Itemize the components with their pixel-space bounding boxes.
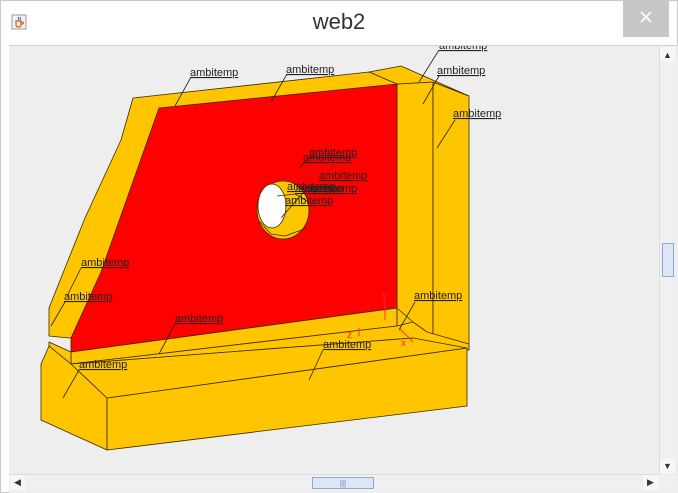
scroll-left-button[interactable]: ◀ [10, 475, 25, 490]
ambitemp-label: ambitemp [295, 183, 343, 195]
ambitemp-label: ambitemp [287, 181, 335, 193]
horizontal-scrollbar[interactable]: ◀ ||| ▶ [9, 474, 659, 491]
ambitemp-label: ambitemp [437, 65, 485, 77]
ambitemp-label: ambitemp [319, 170, 367, 182]
red-face [70, 83, 398, 353]
ambitemp-label: ambitemp [175, 313, 223, 325]
ambitemp-label: ambitemp [81, 257, 129, 269]
model-drawing: y z x ambitemp ambitemp ambitemp ambitem… [40, 46, 501, 451]
scroll-down-button[interactable]: ▼ [660, 458, 675, 473]
ambitemp-label: ambitemp [285, 195, 333, 207]
axis-triad [358, 300, 414, 343]
java-cup-icon [11, 14, 27, 30]
window-title: web2 [312, 9, 366, 34]
axis-z-label: z [347, 330, 352, 341]
axis-y-label: y [382, 290, 387, 301]
close-button[interactable] [623, 1, 669, 37]
ambitemp-label: ambitemp [64, 291, 112, 303]
ambitemp-label: ambitemp [309, 183, 357, 195]
client-area: y z x ambitemp ambitemp ambitemp ambitem… [9, 45, 678, 493]
horizontal-scroll-thumb[interactable]: ||| [312, 477, 374, 489]
axis-x-label: x [401, 338, 406, 349]
scrollbar-corner [659, 474, 676, 491]
ambitemp-label: ambitemp [453, 108, 501, 120]
base-upper-strip [70, 337, 468, 399]
right-plate-side [432, 81, 470, 351]
hole-opening [257, 183, 287, 229]
vertical-scrollbar[interactable]: ▲ ▼ [659, 46, 676, 474]
right-plate-front [396, 81, 434, 349]
ambitemp-label: ambitemp [79, 359, 127, 371]
scroll-up-button[interactable]: ▲ [660, 47, 675, 62]
ambitemp-label: ambitemp [286, 64, 334, 76]
ambitemp-label: ambitemp [414, 290, 462, 302]
ambitemp-label: ambitemp [303, 152, 351, 164]
ambitemp-label: ambitemp [190, 67, 238, 79]
vertical-scroll-thumb[interactable] [662, 243, 674, 277]
ambitemp-label: ambitemp [323, 339, 371, 351]
ambitemp-label: ambitemp [309, 147, 357, 159]
close-icon [639, 10, 653, 29]
model-viewport[interactable]: y z x ambitemp ambitemp ambitemp ambitem… [9, 46, 659, 474]
title-bar: web2 [1, 1, 677, 45]
ambitemp-label: ambitemp [439, 46, 487, 52]
scroll-right-button[interactable]: ▶ [643, 475, 658, 490]
